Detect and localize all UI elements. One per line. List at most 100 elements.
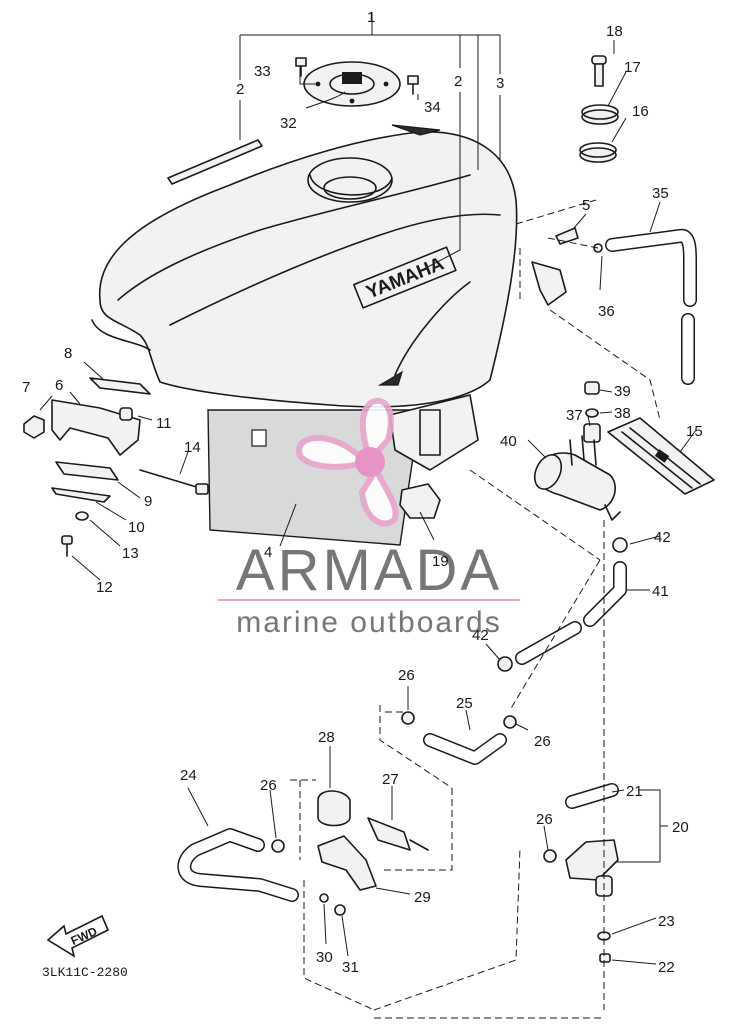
watermark-subtitle: marine outboards	[236, 606, 501, 639]
decal-strip	[167, 139, 263, 185]
callout-26-c: 26	[260, 777, 277, 794]
callout-7: 7	[22, 379, 30, 396]
bolt-12	[61, 535, 73, 557]
callout-13: 13	[122, 545, 139, 562]
callout-30: 30	[316, 949, 333, 966]
fuel-cock-20	[565, 839, 619, 897]
callout-3: 3	[496, 75, 504, 92]
callout-21: 21	[626, 783, 643, 800]
callout-2-right: 2	[454, 73, 462, 90]
callout-34: 34	[424, 99, 441, 116]
callout-40: 40	[500, 433, 517, 450]
clamp-42-left	[497, 656, 513, 672]
damper-17	[581, 104, 619, 125]
diagram-code: 3LK11C-2280	[42, 965, 128, 980]
callout-42-right: 42	[654, 529, 671, 546]
callout-15: 15	[686, 423, 703, 440]
callout-33: 33	[254, 63, 271, 80]
callout-22: 22	[658, 959, 675, 976]
fuel-pump-40	[533, 435, 621, 521]
callout-17: 17	[624, 59, 641, 76]
fwd-arrow-icon: FWD	[46, 914, 110, 958]
plate-10	[51, 487, 111, 503]
callout-31: 31	[342, 959, 359, 976]
callout-25: 25	[456, 695, 473, 712]
breather-hose-35	[605, 228, 697, 385]
callout-36: 36	[598, 303, 615, 320]
tank-bracket-right	[531, 261, 567, 306]
holder-28	[317, 790, 351, 827]
hose-41	[515, 561, 627, 665]
callout-1: 1	[367, 9, 375, 26]
callout-42-left: 42	[472, 627, 489, 644]
nut-7	[23, 415, 45, 439]
callout-39: 39	[614, 383, 631, 400]
filter-27	[367, 817, 429, 851]
watermark-title: ARMADA	[236, 538, 502, 603]
bolt-33	[295, 57, 307, 77]
callout-28: 28	[318, 729, 335, 746]
screw-22	[599, 953, 611, 963]
fwd-label: FWD	[69, 924, 100, 948]
callout-16: 16	[632, 103, 649, 120]
callout-27: 27	[382, 771, 399, 788]
bracket-9	[55, 461, 119, 481]
callout-2-left: 2	[236, 81, 244, 98]
hose-25	[423, 733, 507, 765]
hose-21	[565, 783, 619, 809]
callout-8: 8	[64, 345, 72, 362]
bracket-29	[317, 835, 377, 891]
fuel-cap	[303, 61, 401, 107]
clamp-42-right	[612, 537, 628, 553]
callout-5: 5	[582, 197, 590, 214]
cap-39	[584, 381, 600, 395]
callout-38: 38	[614, 405, 631, 422]
bolt-37	[583, 423, 601, 443]
callout-18: 18	[606, 23, 623, 40]
callout-9: 9	[144, 493, 152, 510]
callout-41: 41	[652, 583, 669, 600]
fuel-tank	[91, 124, 518, 408]
armada-watermark: ARMADA marine outboards	[218, 397, 520, 639]
clip-26-d	[543, 849, 557, 863]
callout-29: 29	[414, 889, 431, 906]
callout-12: 12	[96, 579, 113, 596]
callout-14: 14	[184, 439, 201, 456]
callout-26-d: 26	[536, 811, 553, 828]
washer-30	[319, 893, 329, 903]
clip-26-b	[503, 715, 517, 729]
bolt-14	[139, 469, 209, 495]
clip-5	[555, 227, 579, 245]
propeller-logo	[296, 397, 399, 527]
hose-24	[177, 828, 299, 902]
callout-32: 32	[280, 115, 297, 132]
callout-10: 10	[128, 519, 145, 536]
callout-19: 19	[432, 553, 449, 570]
plate-8	[89, 377, 151, 395]
leader-lines	[39, 12, 697, 1019]
washer-38	[585, 408, 599, 418]
bolt-18	[591, 55, 607, 87]
callout-23: 23	[658, 913, 675, 930]
damper-plate-15	[607, 417, 715, 495]
washer-13	[75, 511, 89, 521]
callout-37: 37	[566, 407, 583, 424]
bolt-34	[407, 75, 419, 95]
callout-26-b: 26	[534, 733, 551, 750]
callout-6: 6	[55, 377, 63, 394]
callout-11: 11	[156, 415, 172, 432]
clip-26-c	[271, 839, 285, 853]
callout-35: 35	[652, 185, 669, 202]
clip-26-a	[401, 711, 415, 725]
callout-20: 20	[672, 819, 689, 836]
callout-26-a: 26	[398, 667, 415, 684]
grommet-19	[399, 483, 441, 519]
callout-labels: 1 2 2 3 4 5 6 7 8 9 10 11 12 13 14 15 16…	[22, 9, 703, 976]
callout-24: 24	[180, 767, 197, 784]
callout-4: 4	[264, 544, 272, 561]
collar-11	[119, 407, 133, 421]
collar-16	[579, 142, 617, 163]
nut-31	[334, 904, 346, 916]
tank-underside	[389, 394, 479, 471]
